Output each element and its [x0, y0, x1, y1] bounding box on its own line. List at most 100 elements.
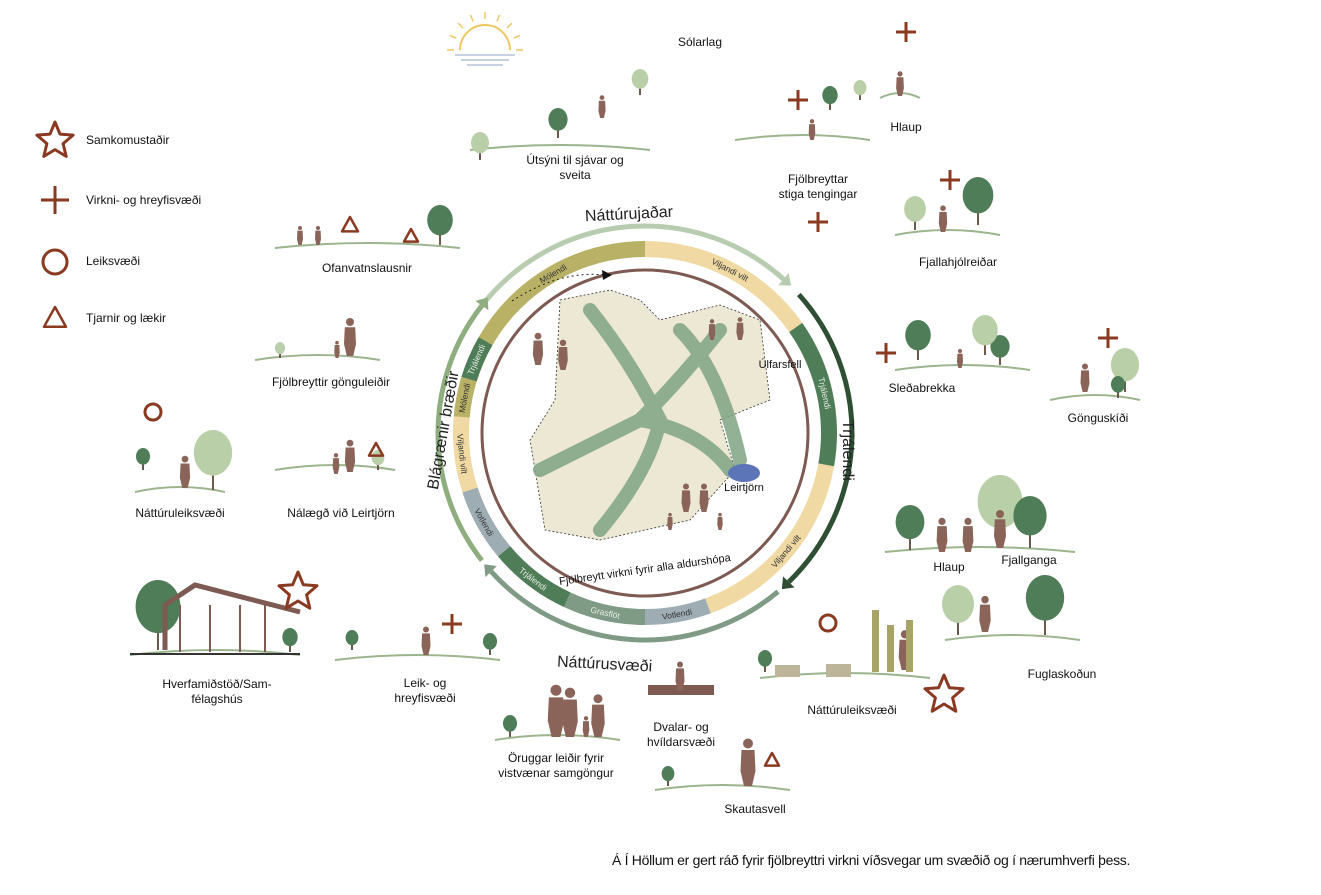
tree-icon	[895, 504, 925, 550]
house-roof	[162, 582, 301, 650]
star-icon	[277, 570, 319, 610]
person-icon	[667, 512, 673, 530]
sun-ray	[449, 34, 457, 39]
tree-crown	[972, 315, 998, 346]
person-head	[897, 71, 903, 77]
person-icon	[332, 453, 340, 474]
ground-line	[469, 144, 651, 151]
label-sledabrekka: Sleðabrekka	[888, 381, 956, 395]
tree-trunk	[1044, 614, 1046, 635]
play-pole	[906, 620, 913, 672]
tree-crown	[345, 630, 359, 646]
person-body	[315, 230, 321, 245]
triangle-icon	[42, 305, 68, 329]
ring-segment-label: Viljandi vilt	[769, 532, 803, 570]
ring-segment-trjalendi	[497, 546, 571, 608]
play-pole	[887, 625, 894, 672]
cross-stroke	[808, 212, 828, 232]
label-solarlag: Sólarlag	[677, 35, 723, 49]
cross-stroke	[940, 170, 960, 190]
label-line: Útsýni til sjávar og	[526, 153, 624, 167]
label-fuglaskodun: Fuglaskoðun	[1027, 667, 1097, 681]
ring-segment-trjalendi	[789, 322, 837, 467]
tree-icon	[661, 766, 675, 786]
person-head	[701, 483, 707, 490]
person-head	[964, 517, 972, 526]
tree-trunk	[1029, 529, 1031, 548]
person-head	[423, 626, 429, 633]
cross-icon	[876, 343, 896, 363]
tree-icon	[905, 320, 931, 360]
person-head	[981, 595, 989, 604]
tree-trunk	[279, 352, 281, 358]
ring-segment-grasflot	[563, 592, 645, 625]
tree-trunk	[377, 463, 379, 470]
ring-segment-votlendi	[645, 598, 711, 625]
person-icon	[962, 517, 974, 552]
person-body	[532, 340, 544, 365]
ring-segment-viljandi	[645, 241, 803, 333]
map-label-ulfarsfell: Úlfarsfell	[758, 359, 802, 371]
person-body	[1080, 370, 1090, 392]
person-icon	[1080, 363, 1090, 392]
person-body	[179, 463, 191, 488]
tree-icon	[853, 80, 867, 100]
ring-segment-votlendi	[462, 487, 511, 557]
scene	[894, 177, 1001, 236]
arrowhead-icon	[781, 576, 795, 590]
tree-icon	[1013, 496, 1047, 548]
tree-icon	[822, 86, 838, 110]
tree-trunk	[977, 208, 979, 225]
ring-segment-viljandi	[705, 463, 835, 614]
person-head	[1082, 363, 1088, 370]
label-ofanvatn: Ofanvatnslausnir	[321, 261, 413, 275]
tree-crown	[548, 108, 568, 131]
person-head	[996, 510, 1004, 518]
dotted-path	[511, 273, 606, 302]
person-body	[598, 100, 606, 118]
cross-stroke	[896, 22, 916, 42]
tree-crown	[193, 430, 233, 476]
label-line: stiga tengingar	[778, 187, 858, 201]
ring-segment-molendi	[478, 241, 645, 345]
ring-arrow	[479, 223, 786, 308]
person-icon	[740, 738, 756, 786]
tree-crown	[822, 86, 838, 105]
person-head	[709, 319, 715, 324]
person-head	[346, 318, 354, 326]
person-icon	[598, 95, 606, 118]
tree-crown	[962, 177, 994, 214]
play-block	[775, 665, 800, 677]
person-body	[938, 211, 948, 232]
label-hverfamidstod: Hverfamiðstöð/Sam-félagshús	[162, 677, 271, 707]
tree-icon	[282, 628, 298, 652]
community-house-icon	[130, 582, 301, 655]
person-head	[564, 687, 576, 698]
person-icon	[938, 205, 948, 232]
label-line: Öruggar leiðir fyrir	[507, 751, 605, 765]
person-icon	[717, 512, 723, 530]
person-body	[699, 490, 709, 512]
label-gonguleidir: Fjölbreyttir gönguleiðir	[271, 375, 391, 389]
person-icon	[532, 332, 544, 365]
person-icon	[297, 226, 303, 245]
arrowhead-icon	[778, 273, 792, 286]
cross-icon	[788, 90, 808, 110]
tree-crown	[282, 628, 298, 647]
person-icon	[979, 595, 991, 632]
tree-trunk	[984, 341, 986, 355]
ground-line	[1049, 394, 1141, 401]
sun-ray	[469, 14, 474, 22]
ring-segment-molendi	[453, 376, 477, 418]
tree-icon	[904, 196, 926, 230]
person-body	[994, 519, 1006, 548]
tree-icon	[135, 580, 181, 650]
tree-trunk	[764, 664, 766, 672]
tree-trunk	[509, 729, 511, 737]
label-line: hreyfisvæði	[394, 691, 456, 705]
person-body	[344, 327, 356, 356]
person-body	[979, 604, 991, 632]
tree-icon	[990, 335, 1010, 365]
